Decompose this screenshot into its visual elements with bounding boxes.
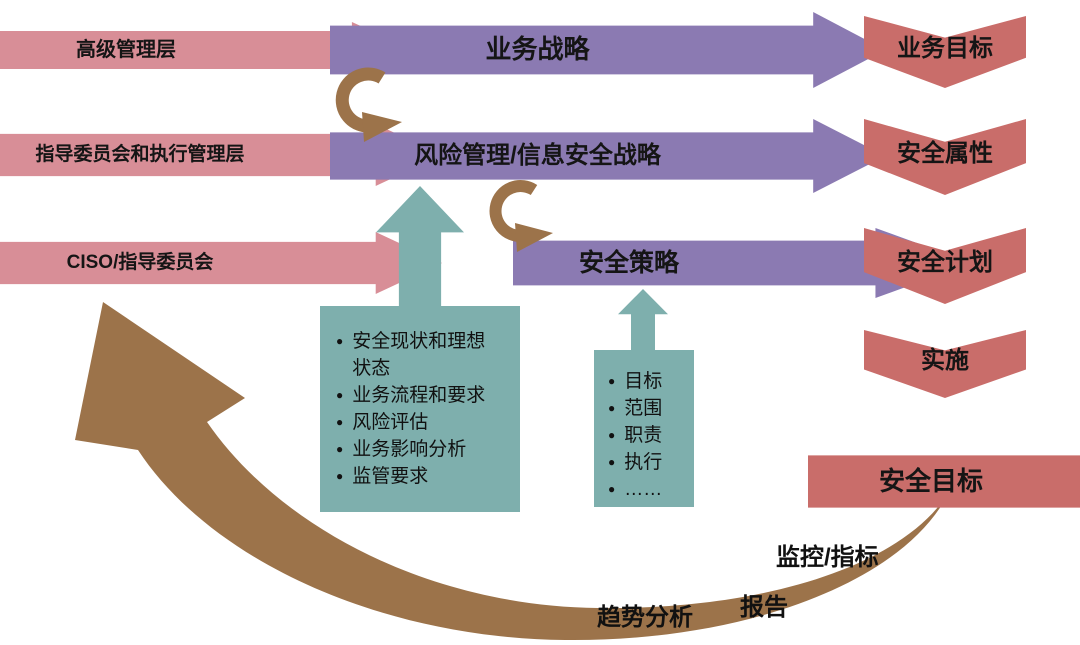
bullet-icon: ● <box>336 334 344 348</box>
list-item: ● …… <box>608 476 686 503</box>
bullet-icon: ● <box>608 455 616 469</box>
list-item: ● 业务流程和要求 <box>336 382 510 409</box>
role-arrow-label: CISO/指导委员会 <box>66 252 214 274</box>
report-label: 报告 <box>740 594 788 621</box>
trend-analysis-label: 趋势分析 <box>597 604 693 631</box>
strategy-inputs-list: ● 安全现状和理想状态 ● 业务流程和要求 ● 风险评估 ● 业务影响分析 ● … <box>336 328 510 490</box>
bullet-icon: ● <box>336 442 344 456</box>
list-item-label: 目标 <box>624 371 663 392</box>
strategy-inputs-box: ● 安全现状和理想状态 ● 业务流程和要求 ● 风险评估 ● 业务影响分析 ● … <box>320 306 520 512</box>
list-item: ● 目标 <box>608 368 686 395</box>
list-item-label: 范围 <box>624 398 663 419</box>
list-item: ● 范围 <box>608 395 686 422</box>
bullet-icon: ● <box>608 428 616 442</box>
security-goals-arrow: 安全目标 <box>808 443 1080 520</box>
policy-elements-box: ● 目标 ● 范围 ● 职责 ● 执行 ● …… <box>594 350 694 507</box>
bullet-icon: ● <box>336 469 344 483</box>
role-arrow-label: 高级管理层 <box>76 38 176 61</box>
bullet-icon: ● <box>608 482 616 496</box>
strategy-arrow-label: 风险管理/信息安全战略 <box>414 142 661 170</box>
bullet-icon: ● <box>608 401 616 415</box>
list-item: ● 监管要求 <box>336 463 510 490</box>
step-label: 安全属性 <box>897 140 993 168</box>
list-item-label: 风险评估 <box>352 412 429 433</box>
strategy-arrow-label: 安全策略 <box>578 248 679 277</box>
monitor-metrics-label: 监控/指标 <box>776 544 879 571</box>
bullet-icon: ● <box>336 388 344 402</box>
strategy-arrow-label: 业务战略 <box>485 34 590 65</box>
list-item-label: 执行 <box>624 452 663 473</box>
list-item: ● 执行 <box>608 449 686 476</box>
list-item-label: 业务流程和要求 <box>352 385 486 406</box>
swoosh-arrow-path <box>75 302 950 641</box>
policy-elements-list: ● 目标 ● 范围 ● 职责 ● 执行 ● …… <box>608 368 686 503</box>
step-label: 安全计划 <box>897 249 993 277</box>
list-item: ● 安全现状和理想状态 <box>336 328 510 382</box>
iterate-loop-icon-1 <box>335 67 402 142</box>
list-item-label: 安全现状和理想状态 <box>352 331 486 379</box>
list-item: ● 风险评估 <box>336 409 510 436</box>
role-arrow-label: 指导委员会和执行管理层 <box>35 144 245 166</box>
bullet-icon: ● <box>336 415 344 429</box>
list-item: ● 职责 <box>608 422 686 449</box>
role-arrow-ciso: CISO/指导委员会 <box>0 232 442 294</box>
step-label: 实施 <box>921 347 969 375</box>
bullet-icon: ● <box>608 374 616 388</box>
security-goals-label: 安全目标 <box>878 465 983 496</box>
list-item: ● 业务影响分析 <box>336 436 510 463</box>
list-item-label: …… <box>624 479 663 500</box>
step-label: 业务目标 <box>897 35 993 63</box>
list-item-label: 业务影响分析 <box>352 439 467 460</box>
list-item-label: 监管要求 <box>352 466 429 487</box>
list-item-label: 职责 <box>624 425 663 446</box>
iterate-loop-icon-2 <box>489 180 553 252</box>
